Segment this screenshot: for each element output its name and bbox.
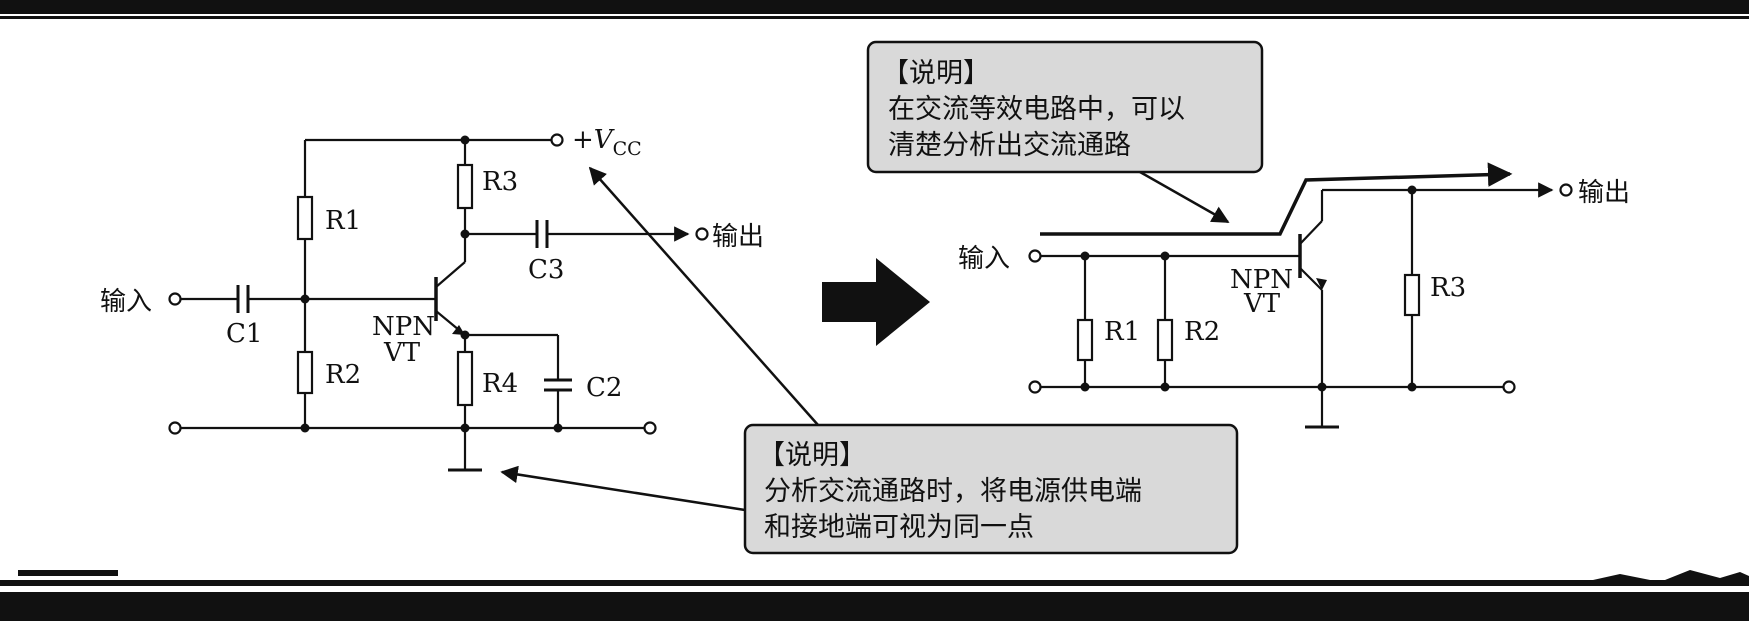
note-bottom-line-1: 分析交流通路时，将电源供电端: [764, 476, 1142, 507]
resistor-r4: [456, 350, 474, 407]
transform-arrow: [822, 258, 930, 346]
note-bottom-pointer-ground: [500, 465, 746, 512]
note-bottom: 【说明】 分析交流通路时，将电源供电端 和接地端可视为同一点: [743, 423, 1239, 555]
right-resistor-r2: [1156, 318, 1174, 362]
label-r1: R1: [325, 206, 361, 236]
right-output-label: 输出: [1578, 178, 1630, 208]
label-r4: R4: [482, 369, 518, 399]
left-transistor-name: VT: [383, 338, 421, 368]
vcc-terminal: [550, 133, 564, 147]
output-terminal: [695, 227, 709, 241]
bottom-left-terminal: [168, 421, 182, 435]
left-terminals: [168, 133, 709, 435]
right-components: [1076, 273, 1421, 362]
right-input-terminal: [1028, 249, 1042, 263]
note-top-line-2: 清楚分析出交流通路: [888, 130, 1131, 161]
right-resistor-r1: [1076, 318, 1094, 362]
note-top: 【说明】 在交流等效电路中，可以 清楚分析出交流通路: [866, 40, 1264, 174]
right-input-label: 输入: [958, 244, 1010, 274]
note-bottom-heading: 【说明】: [758, 440, 866, 471]
right-resistor-r3: [1403, 273, 1421, 317]
left-circuit: [180, 138, 690, 472]
right-terminals: [1028, 183, 1573, 394]
note-bottom-line-2: 和接地端可视为同一点: [764, 512, 1034, 543]
left-components: [236, 163, 572, 407]
right-label-r1: R1: [1104, 317, 1140, 347]
note-bottom-pointer-vcc: [588, 166, 819, 426]
left-output-label: 输出: [712, 222, 764, 252]
label-r2: R2: [325, 360, 361, 390]
left-junctions: [300, 135, 563, 433]
right-label-r2: R2: [1184, 317, 1220, 347]
right-transistor-type: NPN: [1230, 265, 1293, 295]
right-bottom-right-terminal: [1502, 380, 1516, 394]
label-c3: C3: [528, 255, 564, 285]
resistor-r3: [456, 163, 474, 210]
capacitor-c1: [236, 285, 250, 313]
left-transistor-type: NPN: [372, 312, 435, 342]
bottom-right-terminal: [643, 421, 657, 435]
right-label-r3: R3: [1430, 273, 1466, 303]
right-bottom-left-terminal: [1028, 380, 1042, 394]
note-top-heading: 【说明】: [882, 58, 990, 89]
input-terminal: [168, 292, 182, 306]
right-emitter-arrow: [1316, 278, 1327, 290]
capacitor-c2: [544, 378, 572, 392]
note-top-pointer: [1139, 170, 1230, 224]
capacitor-c3: [535, 220, 549, 248]
left-input-label: 输入: [100, 287, 152, 317]
label-c2: C2: [586, 373, 622, 403]
right-circuit: [1040, 162, 1554, 429]
label-c1: C1: [226, 319, 262, 349]
vcc-label: +VCC: [572, 125, 642, 160]
right-junctions: [1080, 185, 1417, 392]
resistor-r1: [296, 195, 314, 241]
label-r3: R3: [482, 167, 518, 197]
resistor-r2: [296, 350, 314, 395]
right-transistor-name: VT: [1243, 289, 1281, 319]
right-output-terminal: [1559, 183, 1573, 197]
note-top-line-1: 在交流等效电路中，可以: [888, 94, 1185, 125]
